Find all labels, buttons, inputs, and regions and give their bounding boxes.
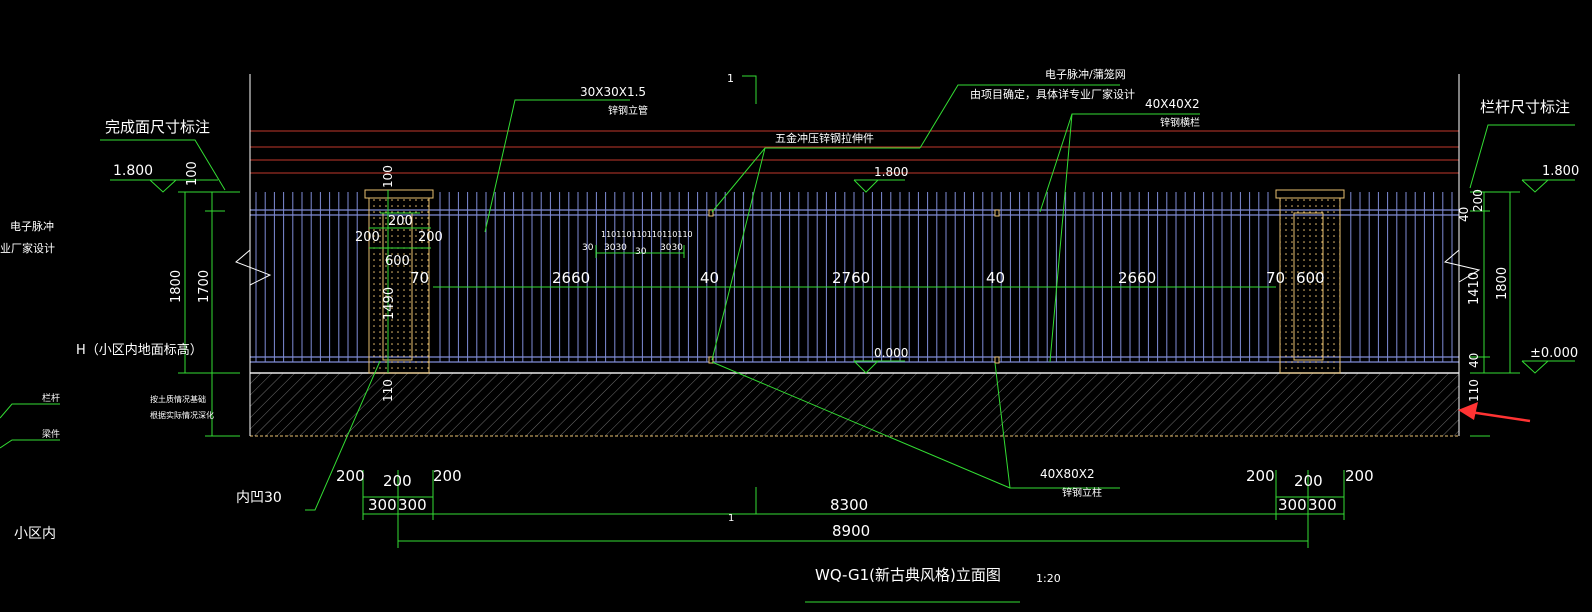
bot-300-c: 300 bbox=[1278, 496, 1307, 514]
bot-200-e: 200 bbox=[1294, 472, 1323, 490]
h-label: H（小区内地面标高） bbox=[76, 342, 203, 358]
tube-size: 30X30X1.5 bbox=[580, 85, 646, 99]
right-break-mark bbox=[1443, 249, 1481, 283]
post-name: 锌钢立柱 bbox=[1062, 486, 1102, 499]
span-2660-left: 2660 bbox=[552, 269, 590, 287]
bot-200-d: 200 bbox=[1246, 467, 1275, 485]
section-marker-top: 1 bbox=[727, 72, 734, 85]
fitting-label: 五金冲压锌钢拉伸件 bbox=[775, 131, 874, 145]
left-small-1: 栏杆 bbox=[42, 392, 60, 404]
net-note-1: 电子脉冲/蒲笼网 bbox=[1045, 67, 1126, 81]
left-cut-2: 业厂家设计 bbox=[0, 241, 55, 255]
bot-8900: 8900 bbox=[832, 522, 870, 540]
net-lines bbox=[250, 130, 1459, 174]
pillar-dim-1490: 1490 bbox=[382, 287, 397, 320]
bot-8300: 8300 bbox=[830, 496, 868, 514]
picket-group bbox=[255, 192, 1453, 362]
span-70-left: 70 bbox=[410, 269, 429, 287]
pillar-dim-100: 100 bbox=[381, 165, 395, 188]
drawing-title: WQ-G1(新古典风格)立面图 bbox=[815, 566, 1001, 584]
bot-200-f: 200 bbox=[1345, 467, 1374, 485]
dimension-lines bbox=[0, 75, 1575, 603]
spacing-3030: 3030 bbox=[604, 243, 627, 253]
right-pillar bbox=[1275, 189, 1345, 374]
left-note-1: 按土质情况基础 bbox=[150, 394, 206, 404]
right-dim-40-top: 40 bbox=[1457, 207, 1471, 222]
mid-level-bottom: 0.000 bbox=[874, 346, 908, 360]
right-dim-40-bot: 40 bbox=[1467, 353, 1481, 368]
inner-recess-label: 内凹30 bbox=[236, 490, 282, 506]
left-level: 1.800 bbox=[113, 163, 153, 179]
left-small-2: 梁件 bbox=[42, 428, 60, 440]
red-arrow bbox=[1458, 402, 1531, 423]
pillar-dim-200-left: 200 bbox=[355, 230, 380, 245]
pillar-dim-600: 600 bbox=[385, 254, 410, 269]
bot-200-b: 200 bbox=[383, 472, 412, 490]
railing-label: 栏杆尺寸标注 bbox=[1480, 98, 1570, 116]
mid-level-top: 1.800 bbox=[874, 165, 908, 179]
community-label: 小区内 bbox=[14, 526, 56, 542]
left-dim-100: 100 bbox=[185, 161, 200, 186]
spacing-30b: 30 bbox=[635, 247, 647, 257]
fence-elevation bbox=[235, 74, 1481, 437]
text-labels: 完成面尺寸标注 1.800 100 1800 1700 H（小区内地面标高） 电… bbox=[0, 67, 1579, 585]
bot-300-a: 300 bbox=[368, 496, 397, 514]
rail-name: 锌钢横栏 bbox=[1160, 116, 1200, 129]
right-dim-1410: 1410 bbox=[1467, 272, 1482, 305]
net-note-2: 由项目确定，具体详专业厂家设计 bbox=[970, 87, 1135, 101]
span-40-a: 40 bbox=[700, 269, 719, 287]
left-pillar bbox=[364, 189, 434, 374]
left-note-2: 根据实际情况深化 bbox=[150, 410, 214, 420]
right-dim-200: 200 bbox=[1471, 189, 1485, 212]
bot-300-d: 300 bbox=[1308, 496, 1337, 514]
pillar-dim-200-top: 200 bbox=[388, 214, 413, 229]
right-zero-level: ±0.000 bbox=[1530, 346, 1578, 361]
ground-hatch bbox=[250, 373, 1459, 436]
span-2660-right: 2660 bbox=[1118, 269, 1156, 287]
span-600-right: 600 bbox=[1296, 269, 1325, 287]
bot-200-a: 200 bbox=[336, 467, 365, 485]
span-40-b: 40 bbox=[986, 269, 1005, 287]
bot-300-b: 300 bbox=[398, 496, 427, 514]
pillar-dim-200-right: 200 bbox=[418, 230, 443, 245]
drawing-scale: 1:20 bbox=[1036, 572, 1061, 585]
span-70-right: 70 bbox=[1266, 269, 1285, 287]
spacing-top: 110110110110110110 bbox=[601, 230, 693, 239]
left-dim-1800: 1800 bbox=[169, 270, 184, 303]
span-2760: 2760 bbox=[832, 269, 870, 287]
right-dim-1800: 1800 bbox=[1495, 267, 1510, 300]
right-level: 1.800 bbox=[1542, 164, 1579, 179]
finish-label: 完成面尺寸标注 bbox=[105, 118, 210, 136]
spacing-30a: 30 bbox=[582, 243, 594, 253]
intermediate-posts bbox=[708, 209, 1000, 364]
left-break-mark bbox=[235, 249, 272, 286]
left-cut-1: 电子脉冲 bbox=[10, 219, 54, 233]
tube-name: 锌钢立管 bbox=[608, 104, 648, 117]
right-dim-110: 110 bbox=[1467, 379, 1481, 402]
rail-size: 40X40X2 bbox=[1145, 97, 1200, 111]
pillar-dim-110: 110 bbox=[381, 379, 395, 402]
spacing-3030b: 3030 bbox=[660, 243, 683, 253]
bot-200-c: 200 bbox=[433, 467, 462, 485]
left-dim-1700: 1700 bbox=[197, 270, 212, 303]
post-size: 40X80X2 bbox=[1040, 467, 1095, 481]
section-marker-bottom: 1 bbox=[728, 513, 734, 524]
